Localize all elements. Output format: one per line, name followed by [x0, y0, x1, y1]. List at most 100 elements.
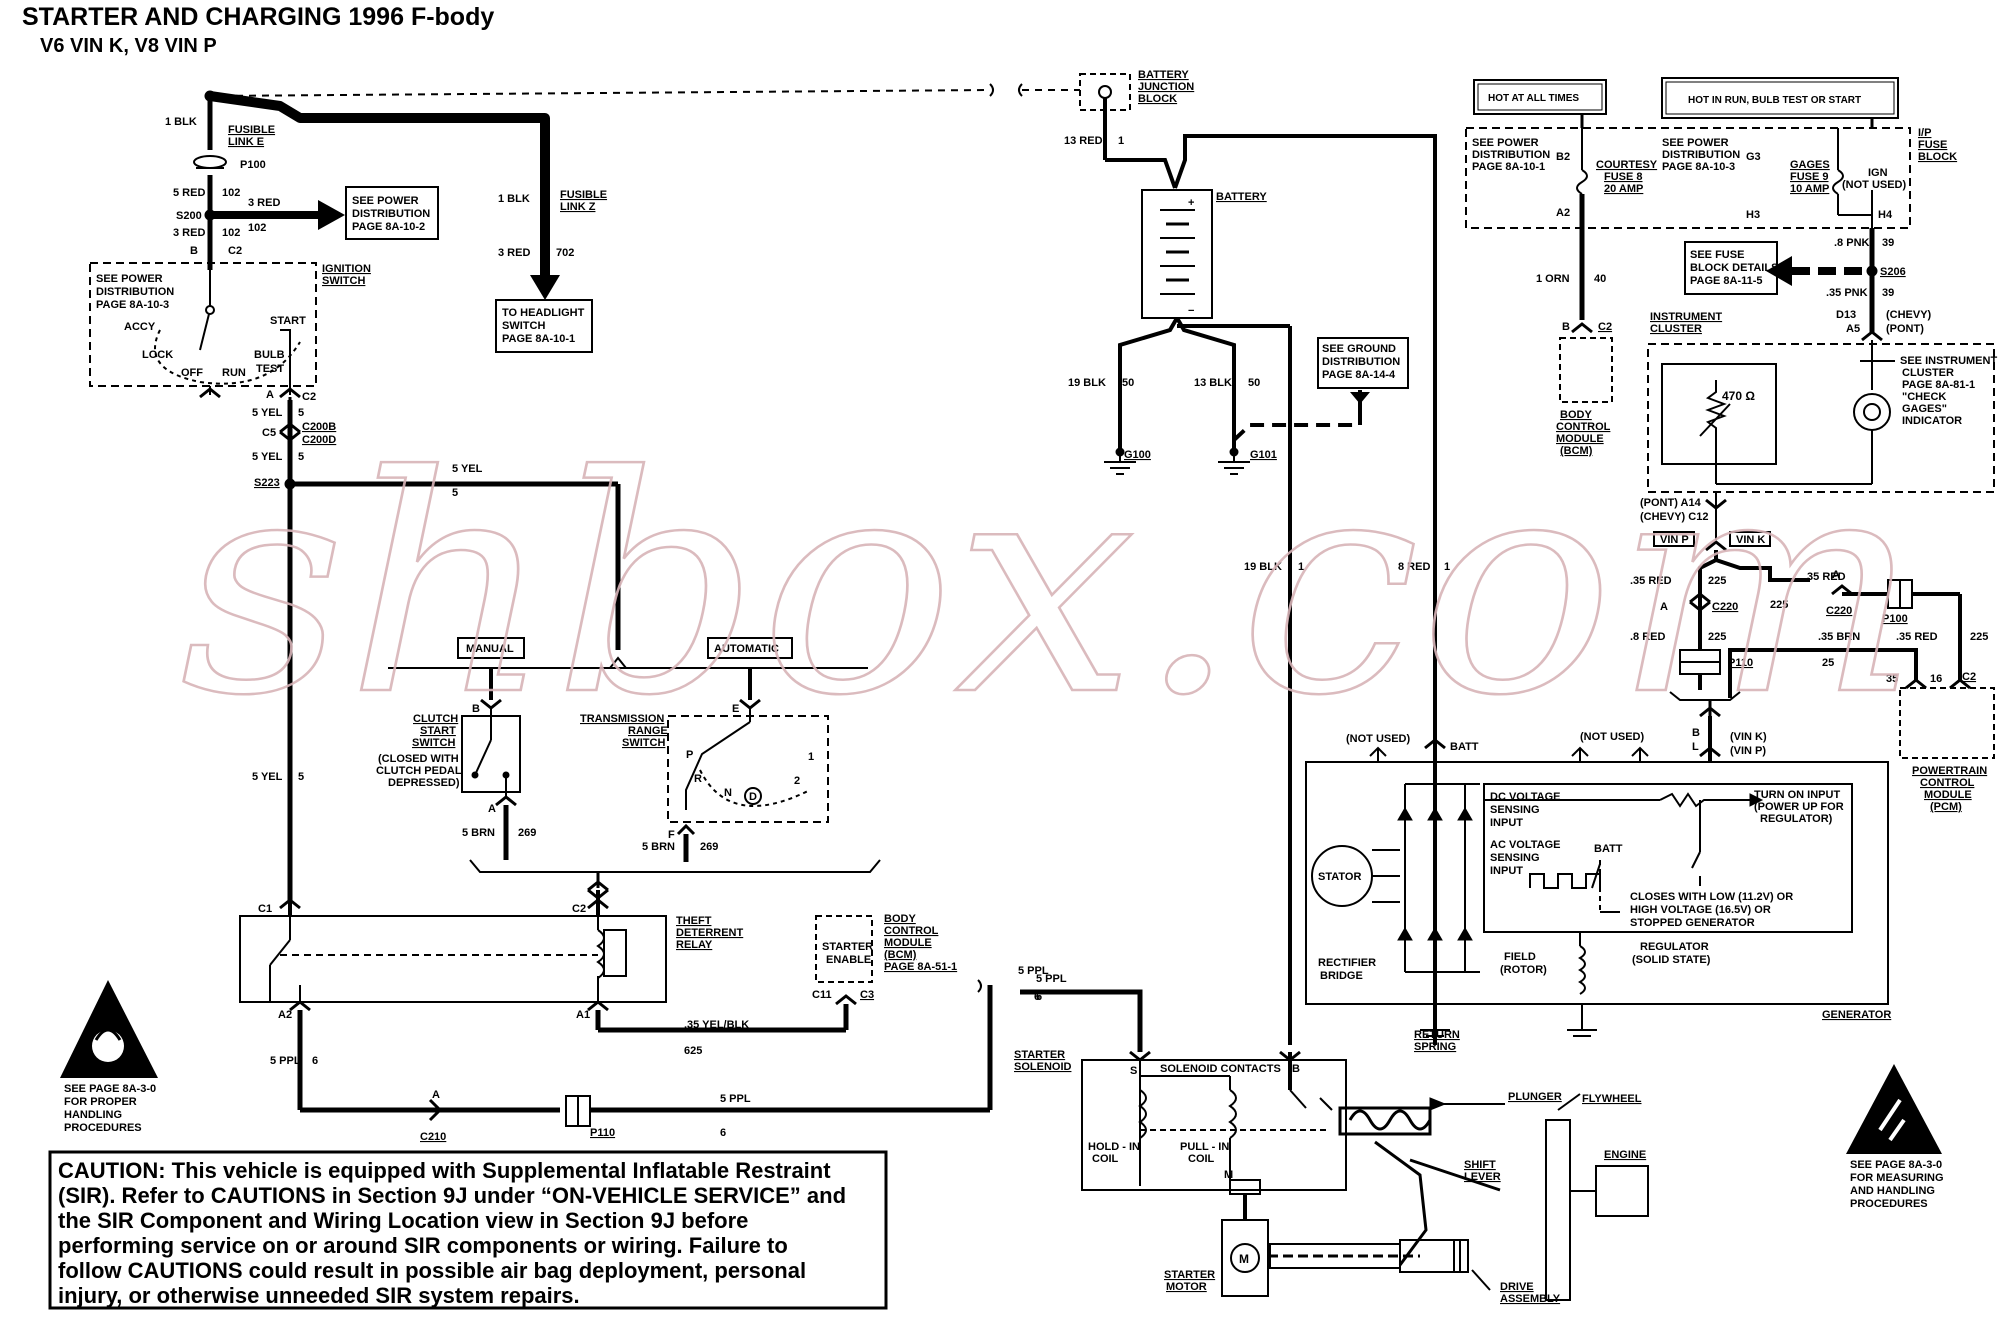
watermark: shbox.com: [180, 412, 1920, 761]
wire-label: 3 RED: [173, 227, 205, 239]
generator-label: GENERATOR: [1822, 1009, 1891, 1021]
gear-label: D: [749, 791, 757, 803]
circuit-number: 102: [248, 222, 266, 234]
gear-label: 2: [794, 775, 800, 787]
connector-label: C2: [1962, 671, 1976, 683]
gear-label: P: [686, 749, 693, 761]
connector-label: P110: [1728, 657, 1753, 669]
variant-label: VIN P: [1660, 534, 1689, 546]
wire-label: 5 BRN: [462, 827, 495, 839]
transmission-section: [388, 637, 881, 900]
splice-label: S206: [1880, 266, 1906, 278]
terminal-label: C5: [262, 427, 276, 439]
circuit-number: 225: [1708, 575, 1726, 587]
generator-section: [1305, 716, 1889, 1037]
wire-label: 5 YEL: [252, 407, 283, 419]
wire-label: 5 PPL: [1036, 973, 1067, 985]
ground-label: G101: [1250, 449, 1277, 461]
terminal-label: A: [266, 389, 274, 401]
starter-section: [1020, 989, 1649, 1301]
switch-position: START: [270, 315, 306, 327]
gear-label: R: [694, 773, 702, 785]
terminal-label: H3: [1746, 209, 1760, 221]
plunger-label: PLUNGER: [1508, 1091, 1562, 1103]
wire-label: 1 BLK: [165, 116, 197, 128]
connector-label: C200D: [302, 434, 336, 446]
circuit-number: 40: [1594, 273, 1606, 285]
resistor-value: 470 Ω: [1722, 389, 1755, 403]
caution-line: (SIR). Refer to CAUTIONS in Section 9J u…: [58, 1183, 846, 1208]
circuit-number: 6: [720, 1127, 726, 1139]
batt-label: BATT: [1594, 843, 1623, 855]
terminal-label: A: [488, 803, 496, 815]
circuit-number: 39: [1882, 287, 1894, 299]
circuit-number: 5: [298, 771, 304, 783]
wire-label: 1 ORN: [1536, 273, 1570, 285]
caution-line: injury, or otherwise unneeded SIR system…: [58, 1283, 580, 1308]
connector-label: P110: [590, 1127, 615, 1139]
connector-label: C210: [420, 1131, 446, 1143]
circuit-number: 5: [298, 407, 304, 419]
terminal-label: A: [1832, 569, 1840, 581]
switch-position: LOCK: [142, 349, 173, 361]
wire-label: 5 YEL: [252, 451, 283, 463]
circuit-number: 225: [1708, 631, 1726, 643]
ign-label: IGN(NOT USED): [1842, 167, 1907, 191]
switch-position: TEST: [256, 363, 284, 375]
stator-label: STATOR: [1318, 871, 1361, 883]
wire-label: 13 BLK: [1194, 377, 1232, 389]
wire-label: .35 YEL/BLK: [684, 1019, 749, 1031]
circuit-number: 25: [1822, 657, 1834, 669]
connector-label: C3: [860, 989, 874, 1001]
fuse-labels: HOT AT ALL TIMES HOT IN RUN, BULB TEST O…: [1472, 93, 1957, 457]
wire-label: 8 RED: [1398, 561, 1430, 573]
wire-label: 5 RED: [173, 187, 205, 199]
circuit-number: 225: [1970, 631, 1988, 643]
switch-position: OFF: [181, 367, 203, 379]
wire-label: .35 RED: [1630, 575, 1672, 587]
terminal-label: B: [1292, 1063, 1300, 1075]
circuit-number: 5: [298, 451, 304, 463]
cluster-section: [1647, 340, 1995, 759]
switch-position: ACCY: [124, 321, 156, 333]
solenoid-contacts-label: SOLENOID CONTACTS: [1160, 1063, 1281, 1075]
terminal-label: (CHEVY) C12: [1640, 511, 1708, 523]
terminal-label: B: [1562, 321, 1570, 333]
caution-line: performing service on or around SIR comp…: [58, 1233, 788, 1258]
terminal-label: A: [1660, 601, 1668, 613]
wire-label: 5 PPL: [720, 1093, 751, 1105]
circuit-number: 702: [556, 247, 574, 259]
wire-label: .35 RED: [1804, 571, 1846, 583]
terminal-label: D13: [1836, 309, 1856, 321]
circuit-number: 1: [1444, 561, 1450, 573]
caution-line: follow CAUTIONS could result in possible…: [58, 1258, 806, 1283]
relay-section: [239, 890, 993, 1127]
wire-label: 5 BRN: [642, 841, 675, 853]
